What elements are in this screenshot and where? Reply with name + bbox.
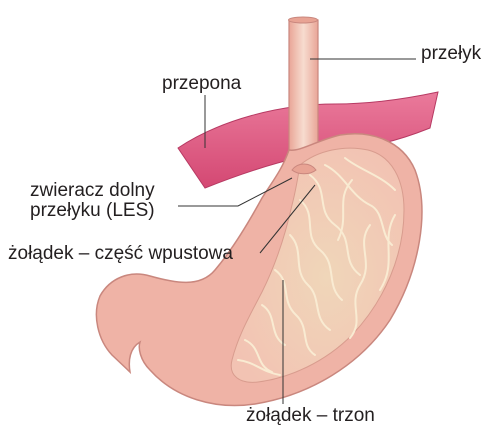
diaphragm-label: przepona [162,74,241,94]
les-label-line1: zwieracz dolny [30,181,155,201]
cardia-label: żołądek – część wpustowa [8,244,233,264]
les-label-line2: przełyku (LES) [30,201,155,221]
stomach-body-label: żołądek – trzon [246,406,375,426]
esophagus-label: przełyk [421,44,481,64]
les-label: zwieracz dolny przełyku (LES) [30,181,155,221]
